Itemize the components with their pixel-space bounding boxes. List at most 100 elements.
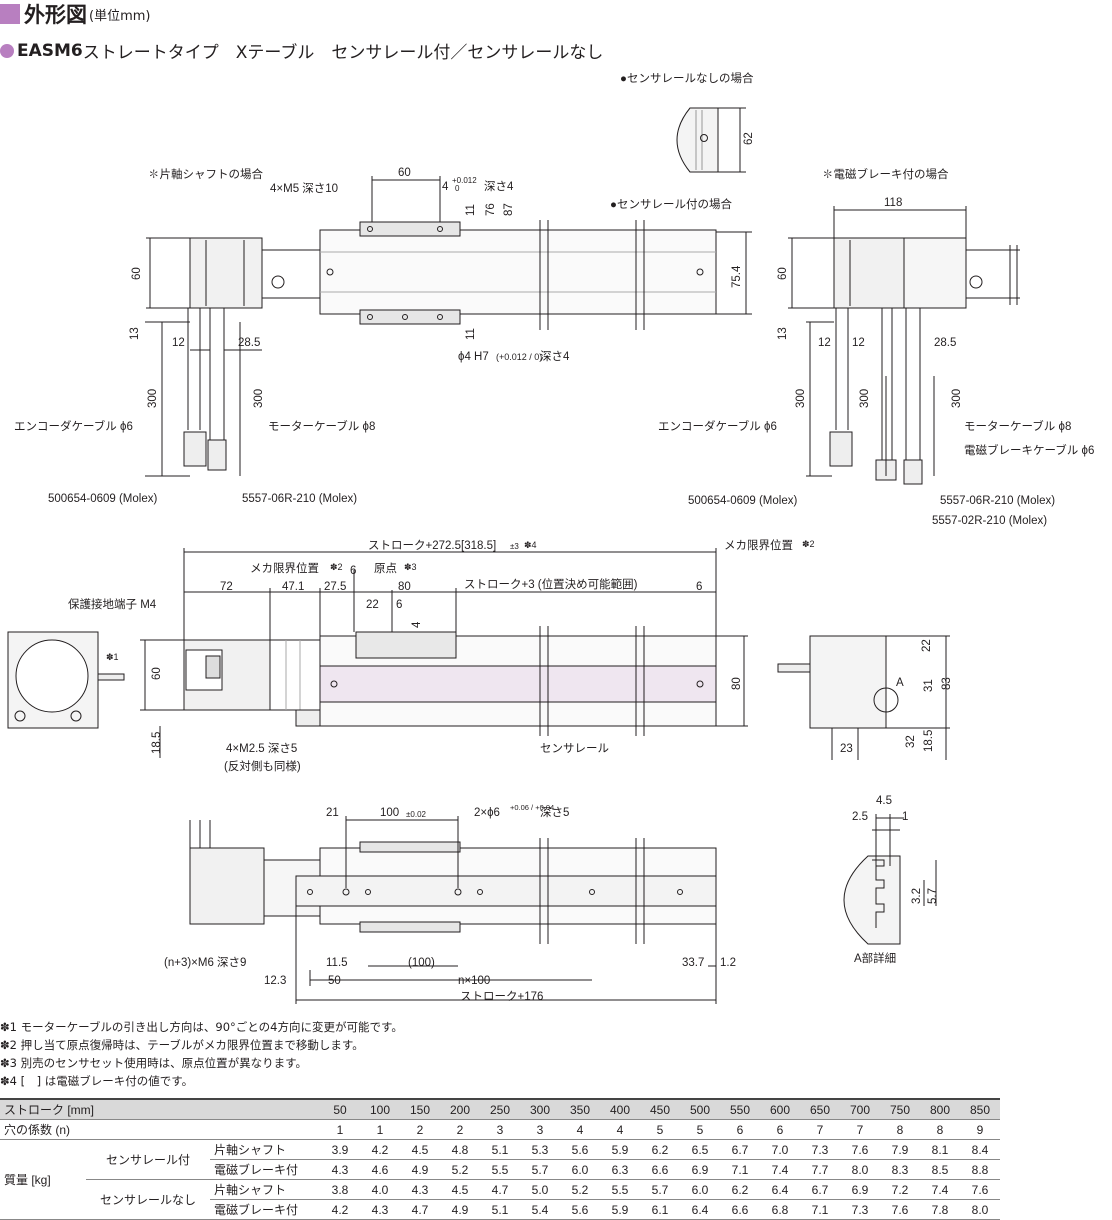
- table-end-view: [777, 635, 950, 760]
- dim-28-5-brake: 28.5: [934, 337, 956, 349]
- label-brake-case: ✽電磁ブレーキ付の場合: [822, 167, 949, 181]
- mass-cell: 4.5: [440, 1179, 480, 1200]
- holes-cell: 1: [360, 1119, 400, 1140]
- stroke-cell: 50: [320, 1098, 360, 1120]
- dim-6-a: 6: [350, 565, 356, 577]
- label-h7-tol: (+0.012 / 0): [496, 352, 542, 362]
- dim-6-b: 6: [696, 581, 702, 593]
- dim-28-5: 28.5: [238, 337, 260, 349]
- mass-cell: 5.6: [560, 1139, 600, 1160]
- mass-row-with-single: 質量 [kg] センサレール付 片軸シャフト 3.9 4.2 4.5 4.8 5…: [0, 1139, 1000, 1220]
- mass-cell: 5.1: [480, 1139, 520, 1160]
- dim-tol-002: ±0.02: [406, 810, 427, 819]
- stroke-cell: 600: [760, 1098, 800, 1120]
- dim-60-left: 60: [131, 267, 143, 280]
- brake-label: 電磁ブレーキ付: [210, 1159, 320, 1180]
- bullet-icon: [0, 43, 14, 58]
- label-mech-limit-right: メカ限界位置: [724, 538, 793, 552]
- dim-4-side: 4: [411, 621, 423, 628]
- note-4: ✽4 [ ] は電磁ブレーキ付の値です。: [0, 1074, 194, 1088]
- stroke-row: ストローク [mm] 50 100 150 200 250 300 350 40…: [0, 1098, 1000, 1120]
- mass-cell: 6.2: [640, 1139, 680, 1160]
- dim-100: 100: [380, 807, 399, 819]
- label-ground-terminal: 保護接地端子 M4: [68, 597, 157, 611]
- mass-cell: 6.2: [720, 1179, 760, 1200]
- subtitle-text: ストレートタイプ Xテーブル センサレール付／センサレールなし: [82, 43, 604, 63]
- unit-label: (単位mm): [89, 8, 151, 24]
- side-view: [140, 548, 748, 758]
- mass-cell: 7.1: [720, 1159, 760, 1180]
- dim-4-5: 4.5: [876, 795, 892, 807]
- dim-12-brake-a: 12: [818, 337, 831, 349]
- dim-1: 1: [902, 811, 908, 823]
- dim-stroke-176: ストローク+176: [460, 990, 543, 1003]
- mass-cell: 5.4: [520, 1199, 560, 1220]
- dim-3-2: 3.2: [911, 888, 923, 904]
- mass-cell: 7.3: [840, 1199, 880, 1220]
- label-m25: 4×M2.5 深さ5: [226, 741, 297, 755]
- mass-cell: 7.6: [840, 1139, 880, 1160]
- dim-hole-4: 4: [442, 181, 449, 193]
- holes-cell: 3: [480, 1119, 520, 1140]
- dim-12-3: 12.3: [264, 975, 286, 987]
- stroke-cell: 400: [600, 1098, 640, 1120]
- dim-18-5-side: 18.5: [151, 732, 163, 754]
- brake-variant-view: [788, 206, 1020, 485]
- holes-cell: 5: [680, 1119, 720, 1140]
- dim-80: 80: [398, 581, 411, 593]
- stroke-cell: 250: [480, 1098, 520, 1120]
- bottom-view: [189, 816, 717, 1004]
- mass-cell: 7.0: [760, 1139, 800, 1160]
- label-conn-motor-brake: 5557-06R-210 (Molex): [940, 495, 1055, 507]
- mass-cell: 8.0: [840, 1159, 880, 1180]
- mass-cell: 4.7: [400, 1199, 440, 1220]
- holes-cell: 4: [560, 1119, 600, 1140]
- holes-cell: 7: [840, 1119, 880, 1140]
- mass-cell: 6.9: [680, 1159, 720, 1180]
- label-h7-depth: 深さ4: [540, 349, 570, 363]
- holes-cell: 4: [600, 1119, 640, 1140]
- mass-cell: 5.1: [480, 1199, 520, 1220]
- stroke-cell: 850: [960, 1098, 1000, 1120]
- label-mech-limit-left: メカ限界位置: [250, 561, 319, 575]
- mass-cell: 8.3: [880, 1159, 920, 1180]
- mass-cell: 6.5: [680, 1139, 720, 1160]
- note1-mark: ✽1: [106, 652, 119, 662]
- label-with-sensor-case: ●センサレール付の場合: [610, 197, 732, 211]
- dim-6-c: 6: [396, 599, 402, 611]
- stroke-cell: 650: [800, 1098, 840, 1120]
- mass-cell: 6.6: [640, 1159, 680, 1180]
- dim-stroke-tol: ±3: [510, 542, 519, 551]
- dim-22-end: 22: [921, 639, 933, 652]
- dim-80-side: 80: [731, 677, 743, 690]
- header-marker: [0, 4, 20, 24]
- mass-cell: 6.1: [640, 1199, 680, 1220]
- label-sensor-rail: センサレール: [540, 742, 609, 755]
- dim-18-5-end: 18.5: [923, 730, 935, 752]
- dim-300-brake-a: 300: [795, 389, 807, 408]
- mass-cell: 4.6: [360, 1159, 400, 1180]
- mass-cell: 7.8: [920, 1199, 960, 1220]
- dim-83: 83: [941, 677, 953, 690]
- label-encoder-cable: エンコーダケーブル ϕ6: [14, 419, 133, 433]
- note2-mark-left: ✽2: [330, 562, 343, 572]
- dim-1-2: 1.2: [720, 957, 736, 969]
- dim-11-5: 11.5: [326, 957, 348, 969]
- label-detail-a: A部詳細: [854, 951, 896, 965]
- mass-cell: 7.6: [880, 1199, 920, 1220]
- holes-cell: 6: [760, 1119, 800, 1140]
- stroke-cell: 300: [520, 1098, 560, 1120]
- mass-cell: 4.7: [480, 1179, 520, 1200]
- mass-cell: 5.5: [600, 1179, 640, 1200]
- mass-cell: 6.7: [800, 1179, 840, 1200]
- mass-cell: 8.5: [920, 1159, 960, 1180]
- dim-21: 21: [326, 807, 339, 819]
- dim-50: 50: [328, 975, 341, 987]
- note3-mark: ✽3: [404, 562, 417, 572]
- detail-a-marker: A: [896, 677, 904, 689]
- holes-cell: 8: [920, 1119, 960, 1140]
- holes-cell: 3: [520, 1119, 560, 1140]
- dim-76: 76: [485, 203, 497, 216]
- label-motor-cable: モーターケーブル ϕ8: [268, 419, 375, 433]
- label-conn-brake: 5557-02R-210 (Molex): [932, 515, 1047, 527]
